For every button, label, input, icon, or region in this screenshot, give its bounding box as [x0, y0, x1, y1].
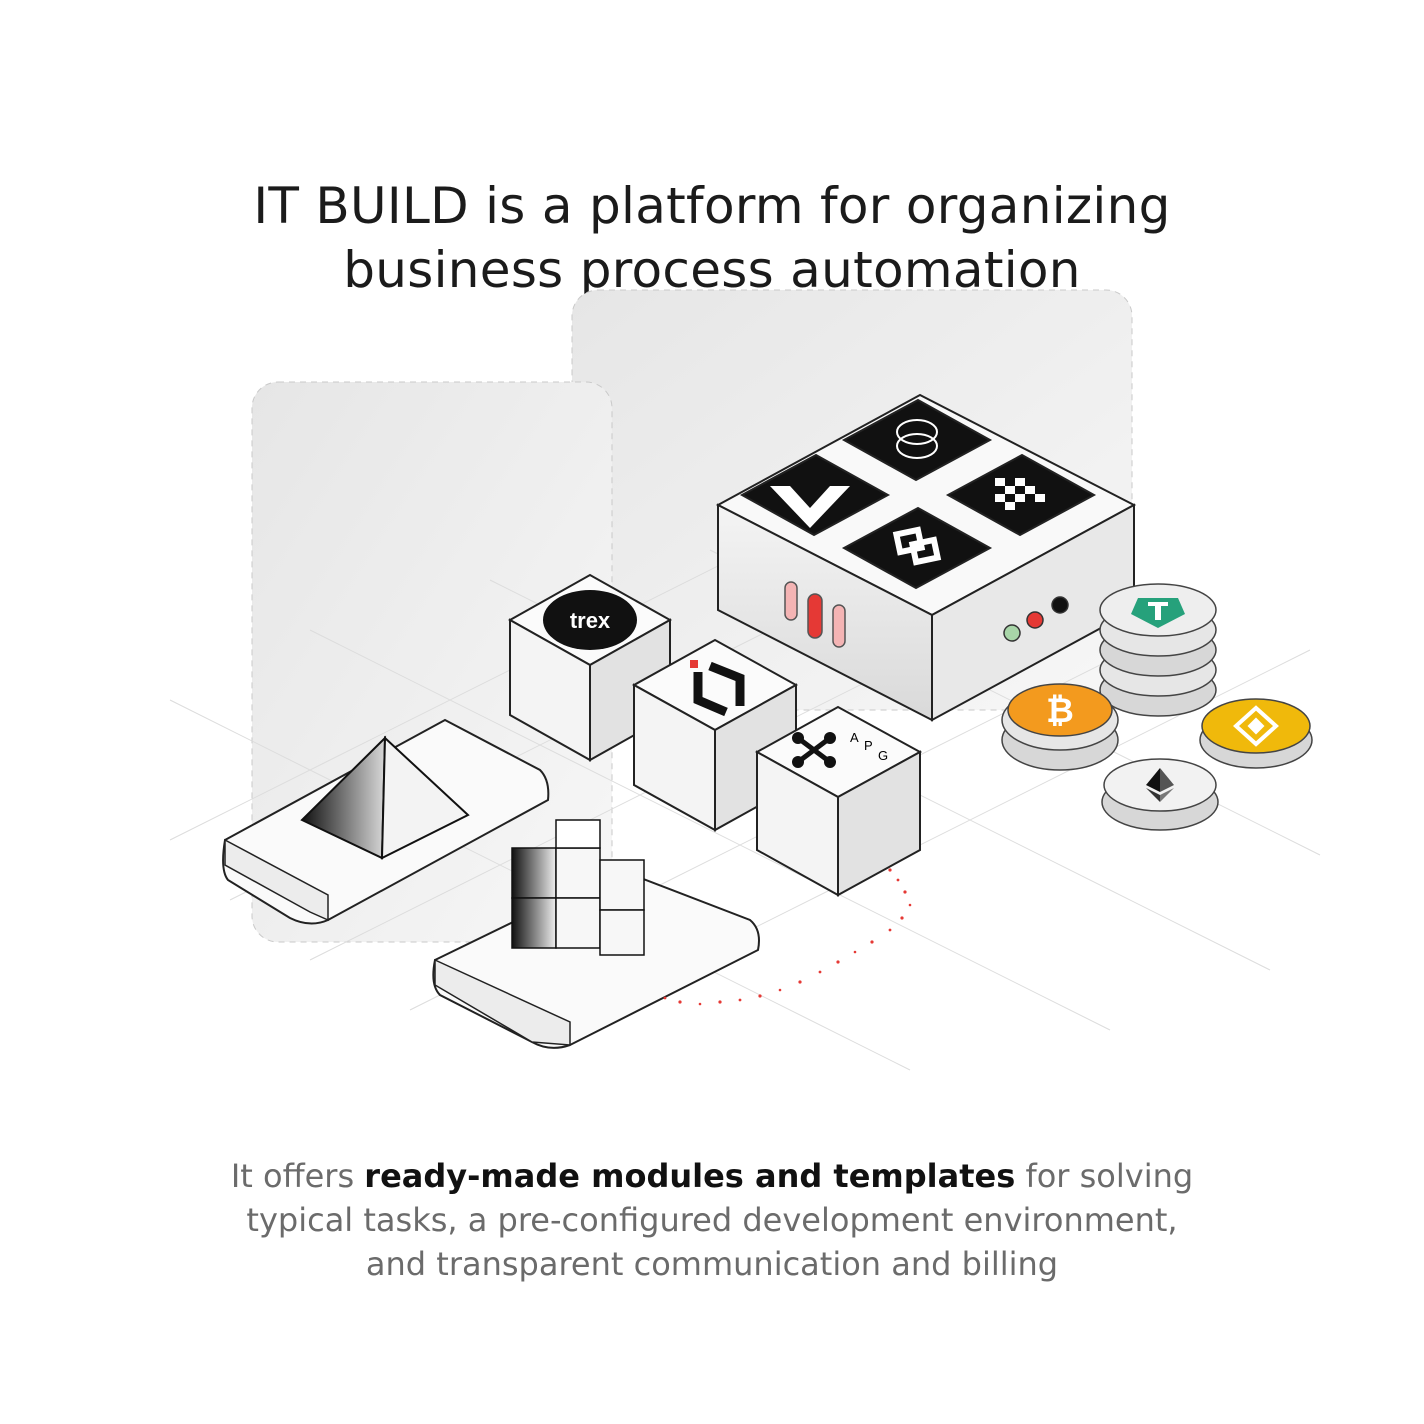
mini-cube-stack [511, 819, 645, 956]
description-suffix: for solving [1015, 1157, 1194, 1195]
apg-letter-g: G [878, 748, 888, 763]
chess-icon [995, 478, 1045, 510]
key-chess [945, 453, 1097, 537]
link-icon [892, 526, 942, 566]
description-line-1: It offers ready-made modules and templat… [0, 1154, 1424, 1198]
trex-logo-icon [543, 590, 637, 650]
key-link [841, 506, 993, 590]
headline-line-1: IT BUILD is a platform for organizing [253, 176, 1171, 235]
description-prefix: It offers [230, 1157, 365, 1195]
apg-logo-icon [792, 732, 836, 768]
description-highlight: ready-made modules and templates [364, 1157, 1016, 1195]
headline-line-2: business process automation [343, 240, 1081, 299]
description-line-3: and transparent communication and billin… [365, 1245, 1059, 1283]
pyramid-icon [300, 735, 470, 860]
bnb-icon [1233, 705, 1279, 747]
cubes-platform [432, 819, 760, 1049]
status-bars [784, 581, 846, 648]
description: It offers ready-made modules and templat… [0, 1154, 1424, 1286]
red-trail [663, 868, 912, 1006]
coin-bitcoin: ₿ [1001, 683, 1119, 771]
pyramid-platform [222, 718, 550, 925]
trex-label: trex [570, 608, 611, 633]
coin-ethereum [1101, 758, 1219, 831]
coin-bnb [1199, 698, 1313, 769]
apg-letter-a: A [850, 730, 859, 745]
key-vue [739, 453, 891, 537]
bitcoin-icon: ₿ [1046, 692, 1074, 730]
cube-apg: A P G [754, 705, 923, 897]
cube-g [631, 638, 799, 832]
coin-stack-tether [1099, 583, 1217, 717]
g-logo-icon [693, 661, 745, 717]
apg-letter-p: P [864, 738, 873, 753]
platform-illustration: trex A P G [169, 289, 1321, 1071]
description-line-2: typical tasks, a pre-configured developm… [246, 1201, 1178, 1239]
page-title: IT BUILD is a platform for organizing bu… [0, 174, 1424, 302]
status-lights [1003, 596, 1069, 642]
server-box [715, 393, 1137, 722]
key-ring [841, 398, 993, 482]
ring-icon [896, 419, 938, 445]
ethereum-icon [1146, 768, 1174, 802]
